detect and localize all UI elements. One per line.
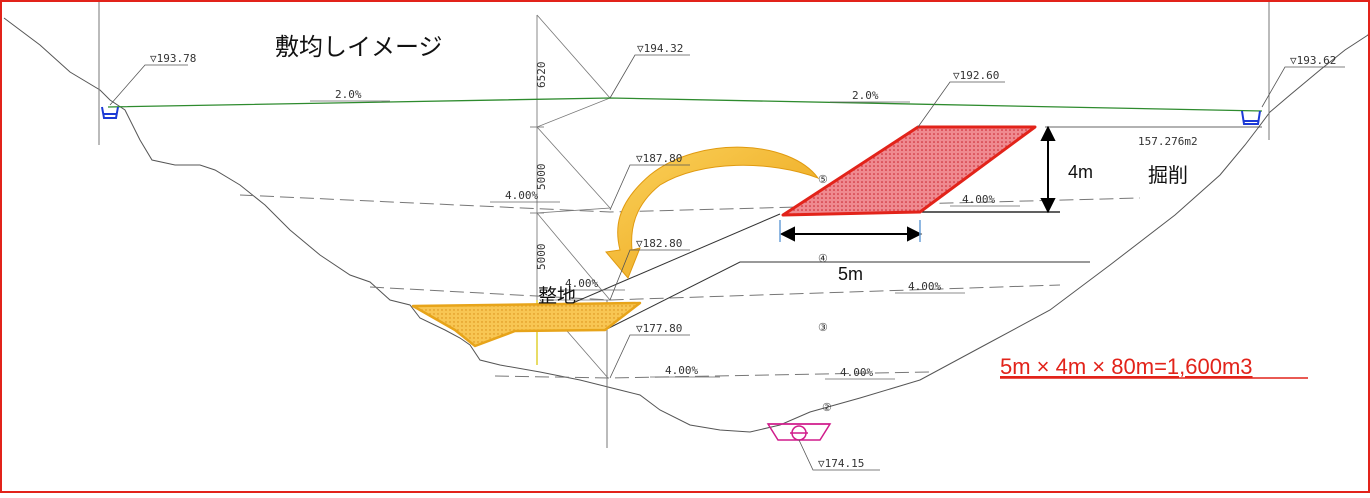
grade-b3-right: 4.00% xyxy=(840,366,873,379)
elev-bench5: ▽187.80 xyxy=(636,152,682,165)
culvert-icon xyxy=(766,423,832,441)
elev-bottom: ▽174.15 xyxy=(818,457,864,470)
volume-formula: 5m × 4m × 80m=1,600m3 xyxy=(1000,354,1253,379)
grade-top-left: 2.0% xyxy=(335,88,362,101)
bench5-line xyxy=(239,194,1141,213)
ground-profile xyxy=(3,17,1369,433)
right-drain-icon xyxy=(1241,110,1261,125)
width-label: 5m xyxy=(838,264,863,284)
dim-5000-lower: 5000 xyxy=(535,244,548,271)
bench3-line xyxy=(369,284,1061,301)
elev-bench3: ▽177.80 xyxy=(636,322,682,335)
left-drain-icon xyxy=(101,106,119,119)
grade-b4-left: 4.00% xyxy=(565,277,598,290)
transfer-arrow xyxy=(605,146,820,279)
elev-right-top: ▽193.62 xyxy=(1290,54,1336,67)
bench-num-4: ④ xyxy=(818,253,828,265)
height-label: 4m xyxy=(1068,162,1093,182)
excavation-area xyxy=(781,125,1037,217)
fill-area xyxy=(411,301,642,348)
elev-cut-top: ▽192.60 xyxy=(953,69,999,82)
cut-label: 掘削 xyxy=(1148,164,1188,187)
grade-b5-left: 4.00% xyxy=(505,189,538,202)
dim-5000-upper: 5000 xyxy=(535,164,548,191)
bench4-line xyxy=(604,261,1090,331)
width-dim-arrow xyxy=(779,226,923,242)
bench-num-5: ⑤ xyxy=(818,174,828,186)
elev-center-top: ▽194.32 xyxy=(637,42,683,55)
height-dim-arrow xyxy=(1040,125,1056,214)
bench-num-2: ② xyxy=(822,402,832,414)
area-label: 157.276m2 xyxy=(1138,135,1198,148)
road-surface-line xyxy=(107,97,1263,112)
bench-num-3: ③ xyxy=(818,322,828,334)
fill-label: 整地 xyxy=(538,285,576,307)
grade-b3-left: 4.00% xyxy=(665,364,698,377)
elev-bench4: ▽182.80 xyxy=(636,237,682,250)
bench2-line xyxy=(494,371,931,379)
diagram-title: 敷均しイメージ xyxy=(275,34,443,61)
grade-top-right: 2.0% xyxy=(852,89,879,102)
grade-b5-right: 4.00% xyxy=(962,193,995,206)
elev-left-top: ▽193.78 xyxy=(150,52,196,65)
dim-6520: 6520 xyxy=(535,62,548,89)
grade-b4-right: 4.00% xyxy=(908,280,941,293)
